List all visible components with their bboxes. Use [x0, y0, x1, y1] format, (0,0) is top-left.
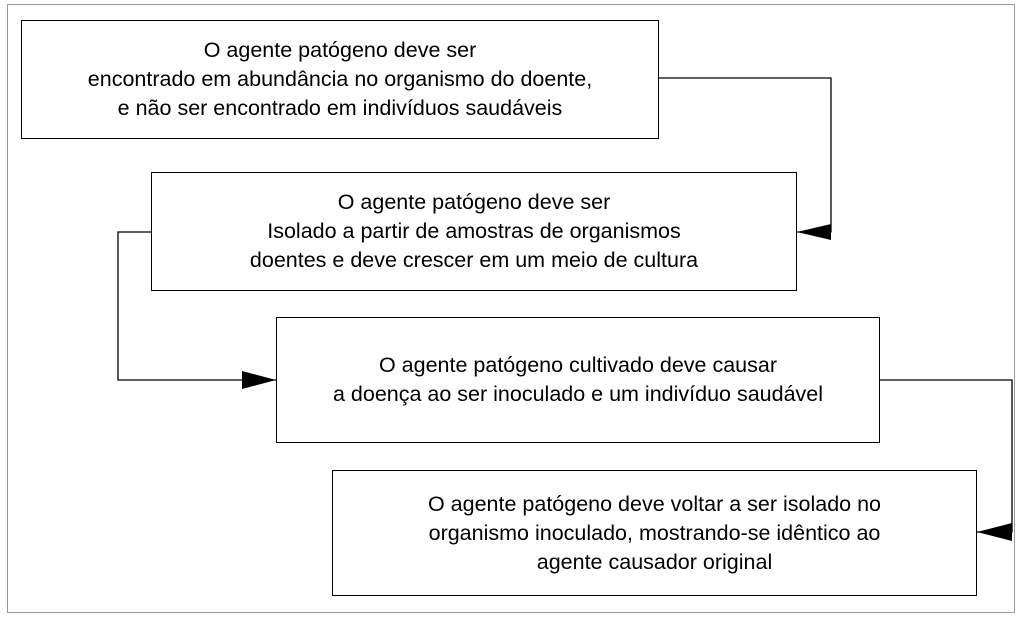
step-3-line-1: O agente patógeno cultivado deve causar: [378, 353, 778, 377]
step-3-box: O agente patógeno cultivado deve causar …: [276, 317, 880, 443]
diagram-frame: [7, 4, 1015, 613]
arrowhead-3-4: [977, 523, 1012, 541]
arrowhead-1-2: [797, 224, 831, 240]
step-4-box: O agente patógeno deve voltar a ser isol…: [332, 470, 977, 596]
step-1-box: O agente patógeno deve ser encontrado em…: [21, 20, 659, 139]
step-3-line-2: a doença ao ser inoculado e um indivíduo…: [332, 382, 824, 406]
step-4-line-1: O agente patógeno deve voltar a ser isol…: [427, 491, 881, 516]
step-1-line-1: O agente patógeno deve ser: [203, 38, 477, 62]
step-4-line-2: organismo inoculado, mostrando-se idênti…: [428, 520, 881, 545]
step-1-line-3: e não ser encontrado em indivíduos saudá…: [117, 96, 563, 120]
step-2-box: O agente patógeno deve ser Isolado a par…: [151, 172, 797, 291]
step-2-line-3: doentes e deve crescer em um meio de cul…: [249, 248, 699, 272]
step-2-line-2: Isolado a partir de amostras de organism…: [267, 219, 681, 243]
step-4-line-3: agente causador original: [536, 549, 773, 574]
arrowhead-2-3: [242, 371, 276, 389]
step-1-line-2: encontrado em abundância no organismo do…: [87, 67, 593, 91]
step-2-line-1: O agente patógeno deve ser: [337, 190, 611, 214]
connector-2-3: [117, 231, 276, 381]
